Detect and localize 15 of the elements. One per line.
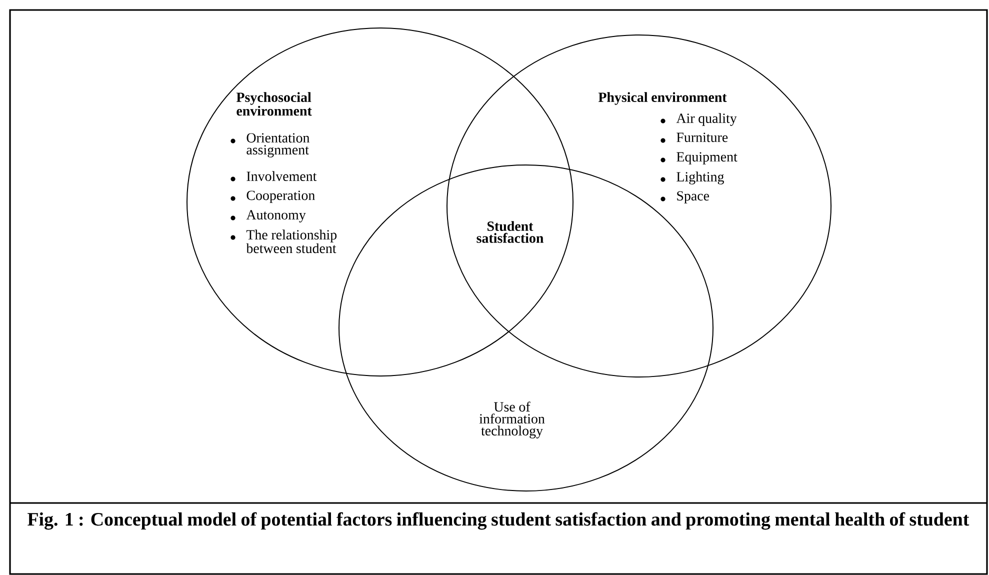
circle-heading: Psychosocial environment bbox=[236, 92, 312, 116]
bullet-item: Equipment bbox=[660, 152, 738, 164]
figure-caption: Fig. 1 : Conceptual model of potential factors influencing student satisfaction and promoting mental health of student bbox=[28, 512, 970, 530]
overlap-label: Student satisfaction bbox=[476, 221, 544, 243]
bullet-item: Space bbox=[660, 191, 710, 204]
bullet-item: Furniture bbox=[660, 132, 728, 143]
bullet-item: Autonomy bbox=[230, 210, 306, 222]
circle-label: Use of information technology bbox=[479, 402, 545, 438]
bullet-item: Air quality bbox=[660, 113, 737, 126]
bullet-item: Cooperation bbox=[230, 190, 315, 203]
bullet-item: Involvement bbox=[230, 171, 317, 182]
bullet-item: Orientation assignment bbox=[230, 133, 310, 158]
bullet-item: Lighting bbox=[660, 172, 724, 184]
bullet-item: The relationship between student bbox=[230, 230, 337, 254]
circle-heading: Physical environment bbox=[598, 92, 727, 105]
